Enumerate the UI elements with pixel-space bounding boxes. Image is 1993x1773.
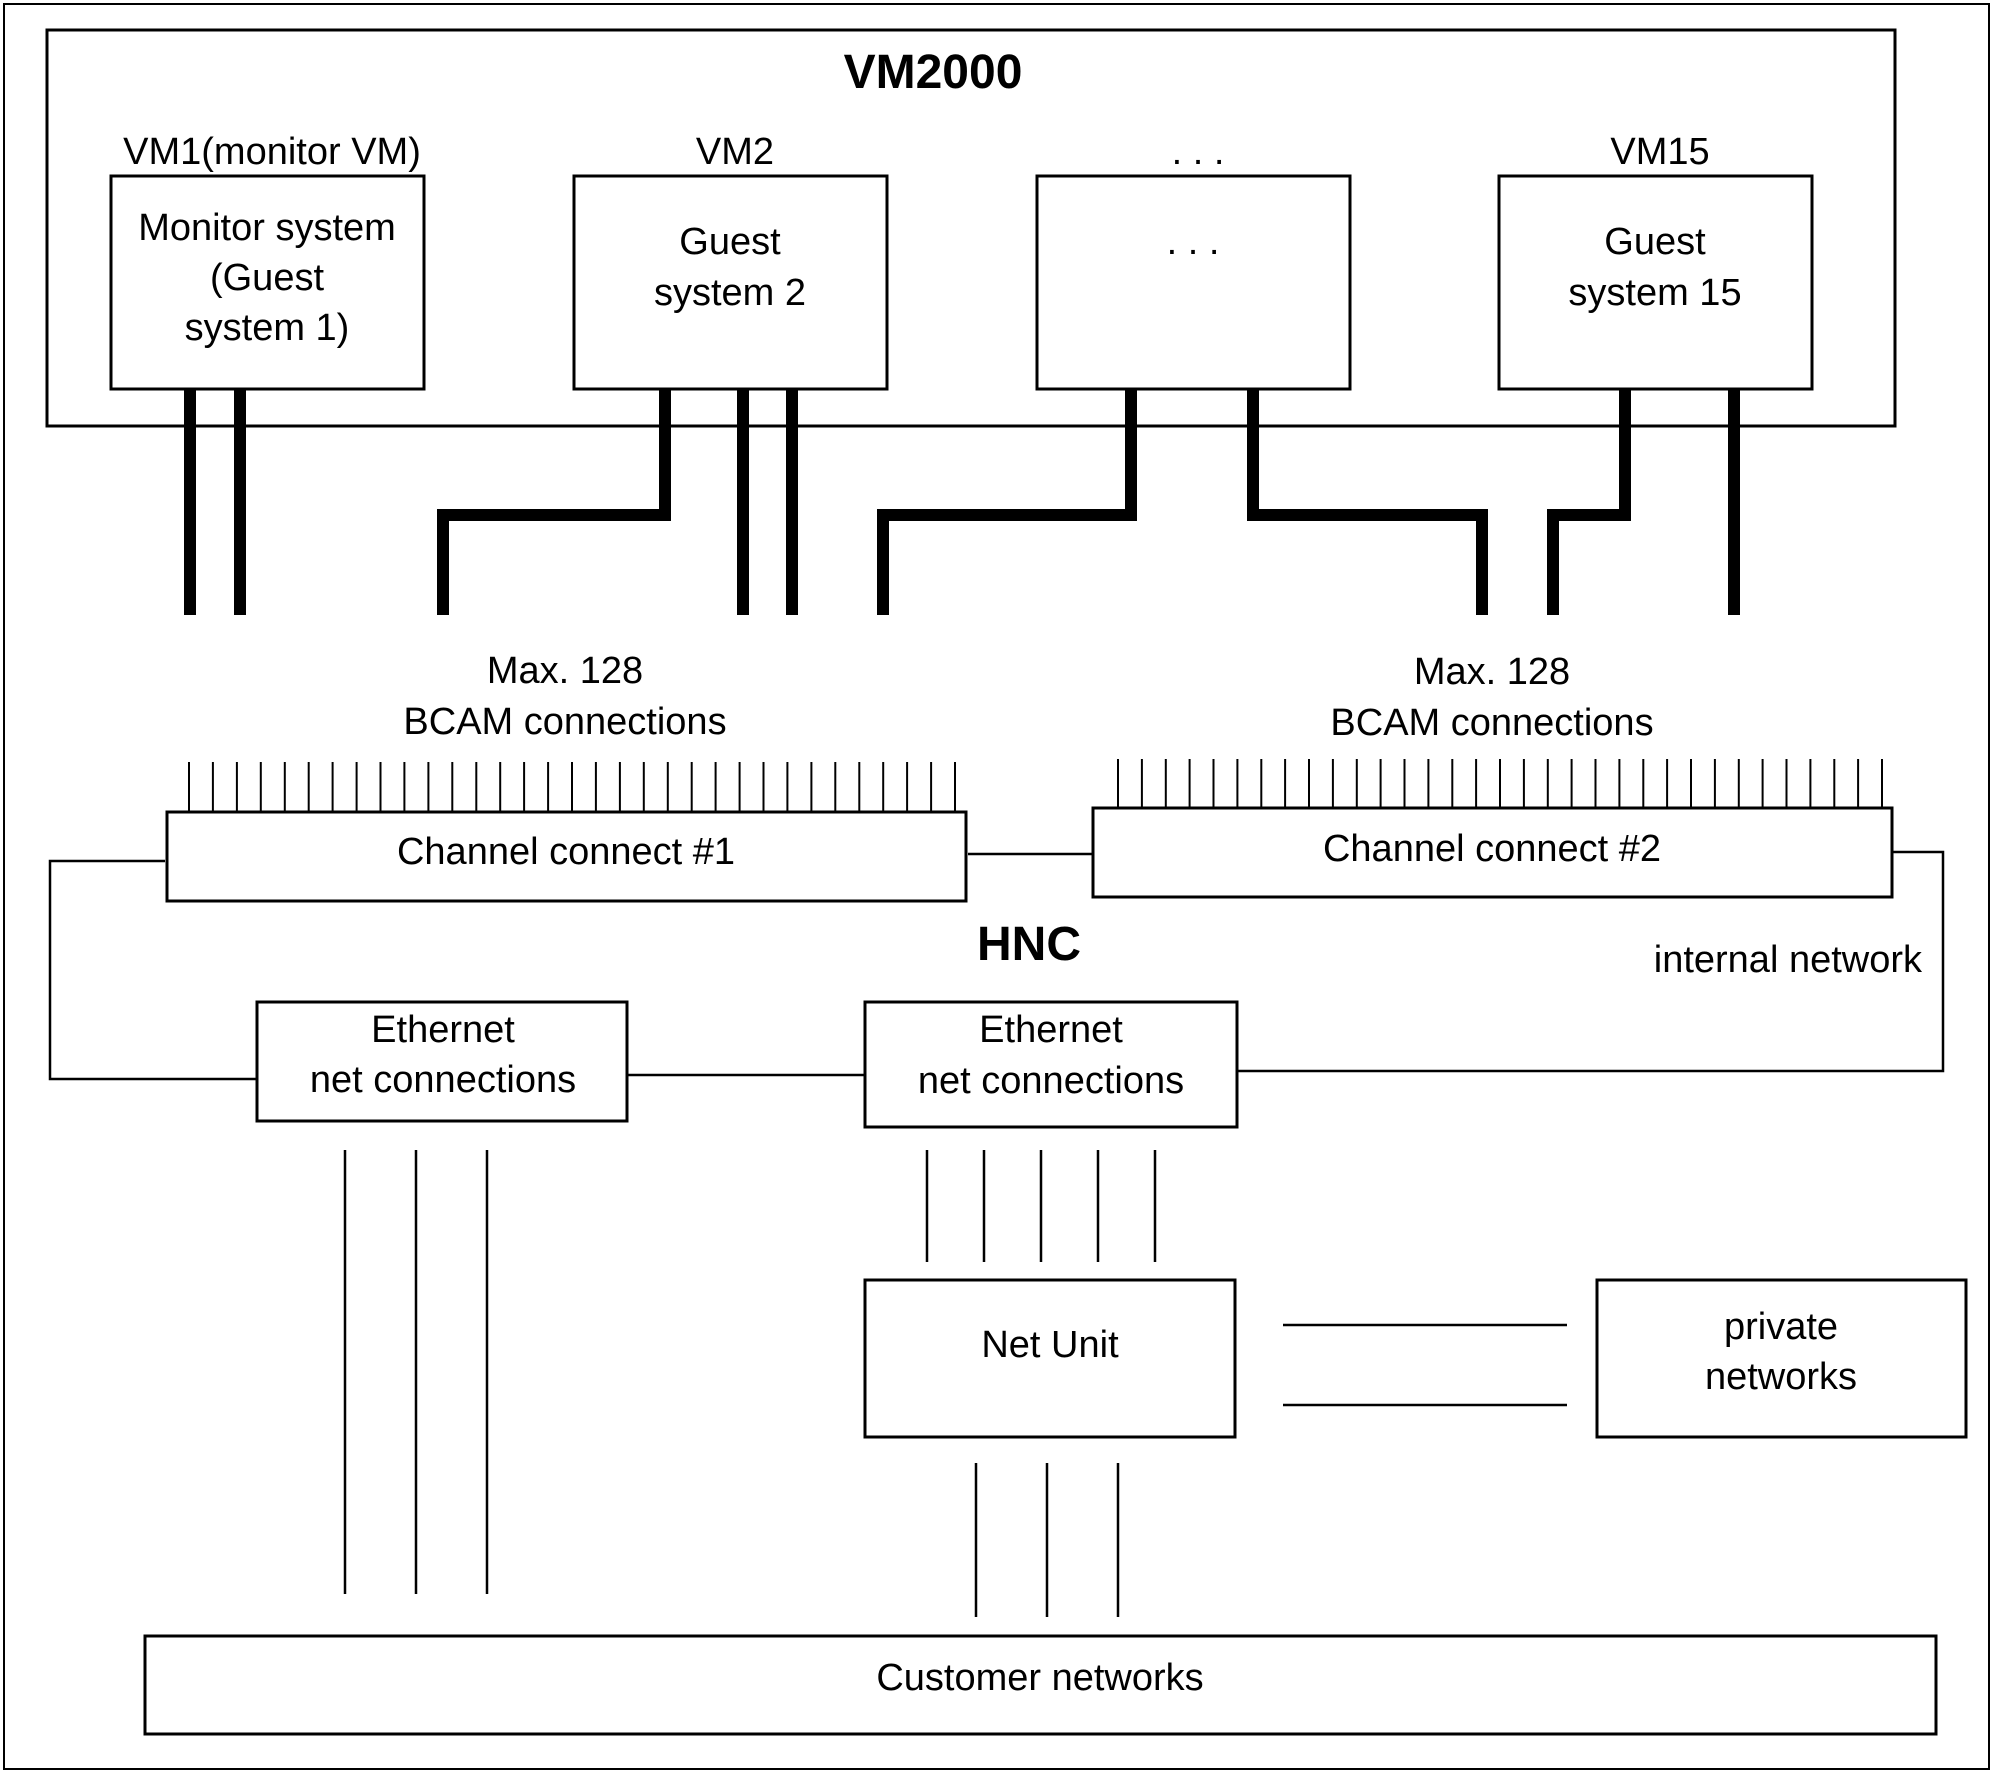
vm2-header: VM2: [696, 131, 774, 173]
bcam-right-line-1: Max. 128: [1414, 651, 1570, 693]
ethernet-right-line-1: Ethernet: [979, 1009, 1123, 1051]
vm2-box-line-2: system 2: [654, 272, 806, 314]
vm2-line-a: [437, 389, 671, 615]
net-unit-box: Net Unit: [863, 1278, 1237, 1439]
vm-ellipsis-box-line-1: . . .: [1167, 221, 1220, 263]
vm2-box: Guest system 2: [572, 174, 889, 391]
outer-frame: [3, 3, 1990, 1770]
ethernet-left-to-customer-lines: [343, 1150, 489, 1594]
bcam-right-line-2: BCAM connections: [1330, 702, 1653, 744]
netunit-to-private-lines: [1283, 1323, 1567, 1407]
vm-ellipsis-header: . . .: [1172, 131, 1225, 173]
channel-connect-1-label: Channel connect #1: [397, 831, 735, 873]
ethernet-right-box: Ethernet net connections: [863, 1000, 1239, 1129]
customer-networks-box: Customer networks: [143, 1634, 1938, 1736]
ethernet-left-line-1: Ethernet: [371, 1009, 515, 1051]
internal-network-lines: [48, 850, 1945, 1081]
vm2000-container: [45, 28, 1897, 428]
hnc-label: HNC: [977, 918, 1081, 971]
channel-connect-2-box: Channel connect #2: [1091, 806, 1894, 899]
vm15-line-a: [1547, 389, 1631, 615]
vm2-box-line-1: Guest: [679, 221, 781, 263]
net-unit-label: Net Unit: [981, 1324, 1119, 1366]
vm15-box: Guest system 15: [1497, 174, 1814, 391]
channel-connect-1-box: Channel connect #1: [165, 810, 968, 903]
vm-ellipsis-box: . . .: [1035, 174, 1352, 391]
vm15-header: VM15: [1610, 131, 1709, 173]
internal-network-label: internal network: [1654, 939, 1923, 981]
private-networks-line-2: networks: [1705, 1356, 1857, 1398]
vm15-box-line-1: Guest: [1604, 221, 1706, 263]
channel-connect-2-label: Channel connect #2: [1323, 828, 1661, 870]
vm15-box-line-2: system 15: [1568, 272, 1741, 314]
ethernet-right-to-netunit-lines: [925, 1150, 1157, 1262]
private-networks-box: private networks: [1595, 1278, 1968, 1439]
bcam-comb-right: [1117, 759, 1883, 808]
vm-ellipsis-line-a: [877, 389, 1137, 615]
private-networks-line-1: private: [1724, 1306, 1838, 1348]
bcam-comb-left: [188, 762, 956, 812]
ethernet-left-line-2: net connections: [310, 1059, 576, 1101]
vm1-box-line-1: Monitor system: [138, 207, 396, 249]
ethernet-right-line-2: net connections: [918, 1060, 1184, 1102]
cc2-to-eth-right-line: [1237, 850, 1945, 1073]
vm1-box-line-3: system 1): [185, 307, 350, 349]
bcam-left-line-1: Max. 128: [487, 650, 643, 692]
vm1-box-line-2: (Guest: [210, 257, 324, 299]
bcam-left-line-2: BCAM connections: [403, 701, 726, 743]
vm1-box: Monitor system (Guest system 1): [109, 174, 426, 391]
vm-connection-lines: [184, 389, 1740, 615]
netunit-to-customer-lines: [974, 1463, 1120, 1617]
vm2000-title: VM2000: [844, 46, 1023, 99]
customer-networks-label: Customer networks: [876, 1657, 1203, 1699]
cc1-to-eth-left-line: [48, 859, 257, 1081]
vm-ellipsis-line-b: [1247, 389, 1488, 615]
ethernet-left-box: Ethernet net connections: [255, 1000, 629, 1123]
vm1-header: VM1(monitor VM): [123, 131, 421, 173]
